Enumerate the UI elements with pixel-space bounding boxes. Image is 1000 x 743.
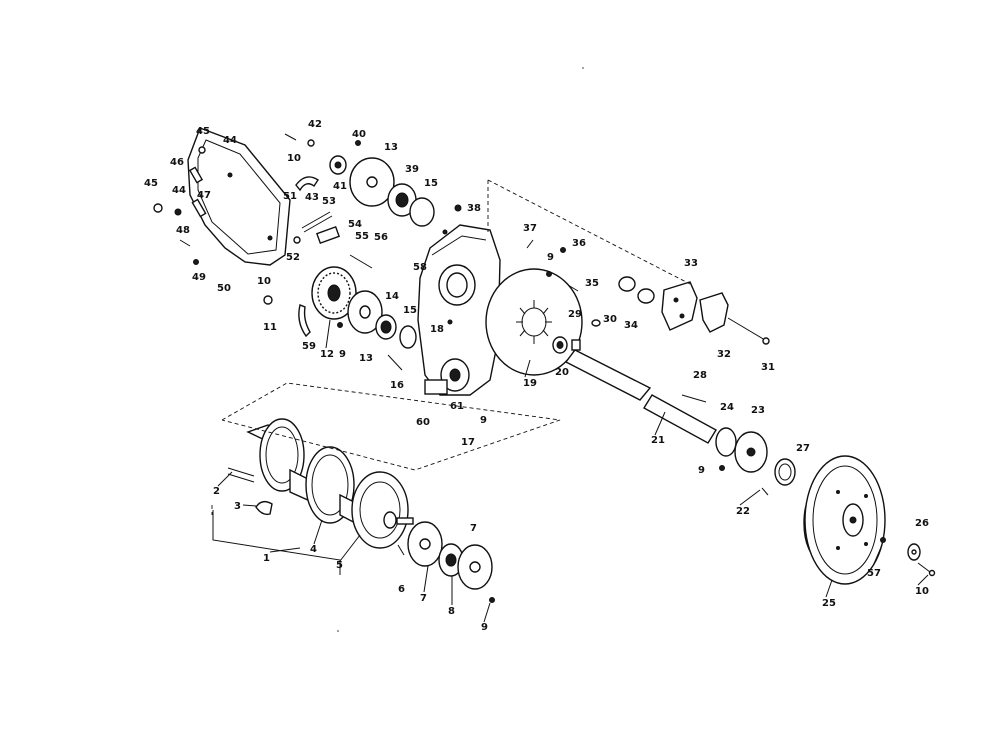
callout-58: 58 (413, 262, 427, 273)
secondary-hub (715, 427, 796, 496)
callout-19: 19 (523, 378, 537, 389)
callout-10a: 10 (287, 153, 301, 164)
scan-speck (582, 67, 584, 69)
callout-55: 55 (355, 231, 369, 242)
track-drive-axle (227, 418, 414, 549)
callout-16: 16 (390, 380, 404, 391)
callout-9e: 9 (698, 465, 705, 476)
callout-7b: 7 (470, 523, 477, 534)
callout-45b: 45 (144, 178, 158, 189)
drive-sprocket (263, 266, 357, 338)
callout-44a: 44 (223, 135, 237, 146)
callout-9a: 9 (481, 622, 488, 633)
callout-31: 31 (761, 362, 775, 373)
callout-28: 28 (693, 370, 707, 381)
callout-33: 33 (684, 258, 698, 269)
chain-tensioner-parts (293, 176, 373, 269)
callout-52: 52 (286, 252, 300, 263)
chaincase-cover (187, 127, 291, 266)
mounting-brackets (661, 281, 770, 345)
callout-44b: 44 (172, 185, 186, 196)
callout-45a: 45 (196, 126, 210, 137)
callout-50: 50 (217, 283, 231, 294)
callout-9d: 9 (547, 252, 554, 263)
callout-9c: 9 (480, 415, 487, 426)
scan-speck (337, 630, 339, 632)
callout-5: 5 (336, 560, 343, 571)
callout-32: 32 (717, 349, 731, 360)
callout-20: 20 (555, 367, 569, 378)
callout-6: 6 (398, 584, 405, 595)
callout-26: 26 (915, 518, 929, 529)
callout-39: 39 (405, 164, 419, 175)
callout-42: 42 (308, 119, 322, 130)
callout-61: 61 (450, 401, 464, 412)
leader-lines (217, 319, 929, 623)
callout-10b: 10 (257, 276, 271, 287)
callout-34: 34 (624, 320, 638, 331)
callout-4: 4 (310, 544, 317, 555)
chaincase-housing (417, 204, 501, 396)
callout-60: 60 (416, 417, 430, 428)
callout-15a: 15 (424, 178, 438, 189)
pulley-hardware (880, 537, 936, 577)
callout-24: 24 (720, 402, 734, 413)
brake-disc (485, 268, 583, 376)
callout-9b: 9 (339, 349, 346, 360)
drive-shaft (564, 319, 717, 444)
callout-7a: 7 (420, 593, 427, 604)
callout-25: 25 (822, 598, 836, 609)
bearing-hardware (526, 239, 655, 304)
callout-51: 51 (283, 191, 297, 202)
callout-41: 41 (333, 181, 347, 192)
callout-48: 48 (176, 225, 190, 236)
callout-3: 3 (234, 501, 241, 512)
callout-57: 57 (867, 568, 881, 579)
callout-30: 30 (603, 314, 617, 325)
callout-18: 18 (430, 324, 444, 335)
callout-13a: 13 (384, 142, 398, 153)
callout-27: 27 (796, 443, 810, 454)
callout-38: 38 (467, 203, 481, 214)
callout-49: 49 (192, 272, 206, 283)
callout-10c: 10 (915, 586, 929, 597)
callout-53: 53 (322, 196, 336, 207)
callout-14: 14 (385, 291, 399, 302)
assembly-bracket (212, 510, 341, 575)
callout-12: 12 (320, 349, 334, 360)
axle-bearing-flanges (397, 521, 495, 603)
secondary-pulley (803, 455, 886, 585)
callout-2: 2 (213, 486, 220, 497)
callout-22: 22 (736, 506, 750, 517)
callout-47: 47 (197, 190, 211, 201)
callout-35: 35 (585, 278, 599, 289)
callout-13b: 13 (359, 353, 373, 364)
callout-36: 36 (572, 238, 586, 249)
callout-21: 21 (651, 435, 665, 446)
callout-37: 37 (523, 223, 537, 234)
callout-1: 1 (263, 553, 270, 564)
callout-40: 40 (352, 129, 366, 140)
callout-29: 29 (568, 309, 582, 320)
callout-labels: 1 2 3 4 5 6 7 7 8 9 9 9 9 9 10 10 10 11 … (144, 119, 929, 633)
callout-11: 11 (263, 322, 277, 333)
lower-bearing-stack (347, 290, 417, 371)
callout-8: 8 (448, 606, 455, 617)
callout-54: 54 (348, 219, 362, 230)
assembly-reference-lines (211, 179, 691, 515)
callout-17: 17 (461, 437, 475, 448)
callout-56: 56 (374, 232, 388, 243)
upper-sprocket-stack (284, 133, 435, 227)
callout-46: 46 (170, 157, 184, 168)
callout-23: 23 (751, 405, 765, 416)
cover-hardware (153, 146, 207, 265)
callout-59: 59 (302, 341, 316, 352)
callout-15b: 15 (403, 305, 417, 316)
callout-43: 43 (305, 192, 319, 203)
